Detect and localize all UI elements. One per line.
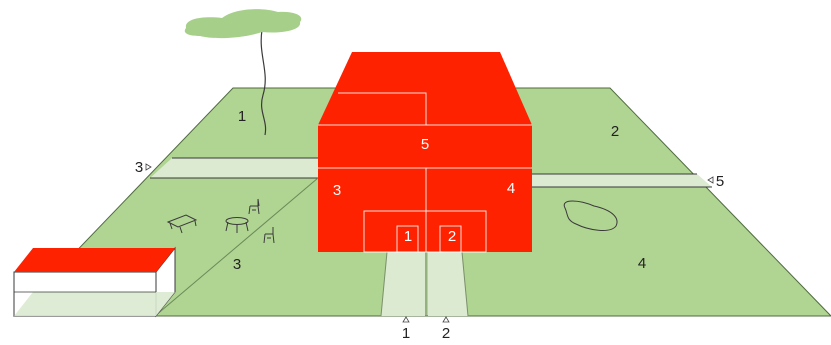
house-label-2: 2 — [448, 228, 456, 245]
house-label-3: 3 — [333, 182, 341, 199]
house-roof — [318, 52, 532, 125]
garden-table-icon — [225, 217, 249, 233]
triangle-right-icon — [145, 163, 152, 171]
house-label-5: 5 — [421, 136, 429, 153]
house-label-1: 1 — [404, 228, 412, 245]
house-label-4: 4 — [507, 180, 515, 197]
plot-divider-left — [154, 177, 319, 317]
entrance-path-2 — [428, 252, 468, 316]
tree-canopy — [184, 9, 302, 39]
tree-trunk — [260, 29, 267, 136]
entrance-path-1 — [381, 252, 425, 316]
sun-lounger-icon — [166, 214, 198, 234]
access-label-5: 5 — [716, 173, 724, 190]
access-label-2: 2 — [442, 325, 450, 342]
access-label-3: 3 — [135, 159, 143, 176]
garden-chair-icon — [263, 227, 275, 244]
triangle-left-icon — [707, 176, 714, 184]
plot-label-1: 1 — [238, 108, 246, 125]
triangle-up-icon — [442, 316, 450, 323]
house-body — [318, 125, 532, 252]
plot-label-4: 4 — [638, 255, 646, 272]
left-footpath — [150, 158, 318, 178]
triangle-up-icon — [402, 316, 410, 323]
garage-floor — [14, 292, 175, 316]
plot-label-3: 3 — [233, 256, 241, 273]
right-footpath — [532, 174, 712, 187]
pond — [563, 200, 618, 231]
garage-roof — [14, 248, 175, 272]
plot-label-2: 2 — [611, 123, 619, 140]
garden-chair-icon — [248, 198, 260, 215]
access-label-1: 1 — [402, 325, 410, 342]
